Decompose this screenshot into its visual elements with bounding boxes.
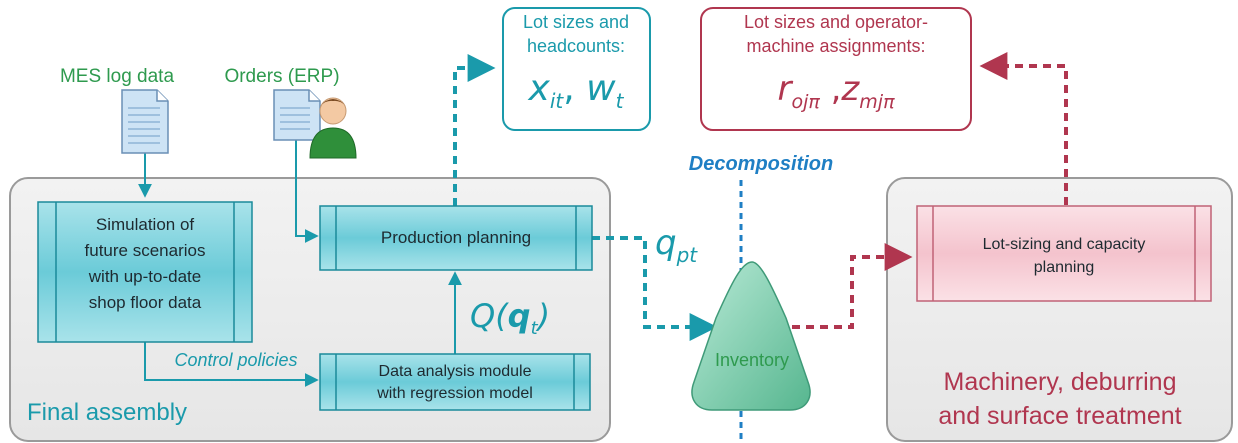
orders-to-planning-arrow: [295, 140, 319, 243]
lot-sizing-line1: Lot-sizing and capacity: [983, 236, 1146, 253]
final-assembly-title: Final assembly: [27, 399, 187, 426]
planning-to-inventory-arrow: [592, 236, 718, 341]
simulation-box: [37, 201, 253, 343]
orders-label: Orders (ERP): [224, 66, 339, 87]
xit-wt-variables: xit, wt: [528, 68, 625, 113]
data-analysis-box: [319, 353, 591, 411]
control-policies-label: Control policies: [174, 350, 297, 370]
lot-sizes-headcounts-box: [502, 7, 651, 131]
lotsizing-to-assignments-arrow: [979, 52, 1068, 205]
machinery-title-line1: Machinery, deburring: [944, 368, 1177, 396]
simulation-line3: with up-to-date: [88, 267, 201, 286]
simulation-line1: Simulation of: [96, 215, 195, 234]
inventory-to-lotsizing-arrow: [792, 243, 913, 329]
production-planning-label: Production planning: [381, 228, 531, 247]
decomposition-label: Decomposition: [689, 153, 833, 175]
data-analysis-line1: Data analysis module: [379, 363, 532, 380]
mes-log-label: MES log data: [60, 66, 174, 87]
simulation-line4: shop floor data: [89, 293, 202, 312]
user-avatar-icon: [309, 97, 357, 159]
lot-sizes-headcounts-line1: Lot sizes and: [523, 12, 629, 32]
lot-sizes-assignments-box: [700, 7, 972, 131]
production-planning-box: [319, 205, 593, 271]
simulation-line2: future scenarios: [85, 241, 206, 260]
data-analysis-line2: with regression model: [376, 385, 533, 402]
inventory-label: Inventory: [715, 350, 789, 370]
lot-sizing-box: [916, 205, 1212, 302]
machinery-title-line2: and surface treatment: [938, 402, 1181, 430]
simulation-to-analysis-arrow: [144, 342, 319, 387]
lot-sizes-assignments-line2: machine assignments:: [746, 36, 925, 56]
inventory-triangle: [691, 261, 811, 411]
planning-to-lotsizes-arrow: [453, 54, 496, 206]
r-z-variables: rojπ ,zmjπ: [777, 69, 895, 113]
qpt-label: qpt: [655, 223, 698, 267]
lot-sizing-line2: planning: [1034, 259, 1095, 276]
orders-document-icon: [273, 89, 321, 141]
lot-sizes-headcounts-line2: headcounts:: [527, 36, 625, 56]
q-function-label: Q(qt): [470, 297, 550, 339]
lot-sizes-assignments-line1: Lot sizes and operator-: [744, 12, 928, 32]
mes-document-icon: [121, 89, 169, 154]
